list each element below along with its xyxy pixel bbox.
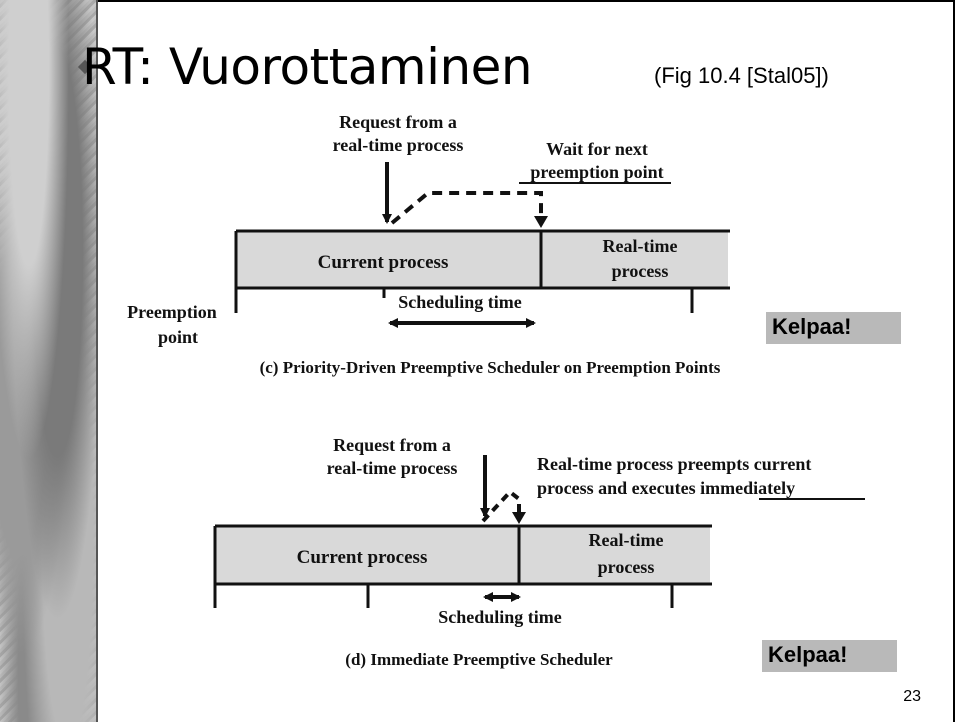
c-realtime-1: Real-time <box>603 236 678 256</box>
strip-divider <box>96 0 98 722</box>
d-preempts-label-2b: immediately <box>700 478 795 498</box>
d-realtime-2: process <box>598 557 655 577</box>
c-realtime-2: process <box>612 261 669 281</box>
d-scheduling-time: Scheduling time <box>438 607 562 627</box>
d-dashed-path <box>481 489 521 523</box>
kelpaa-badge-c: Kelpaa! <box>766 312 901 344</box>
c-process-bar <box>236 232 728 288</box>
d-request-label-2: real-time process <box>327 458 458 478</box>
c-wait-label-1: Wait for next <box>546 139 648 159</box>
c-preemption-1: Preemption <box>127 302 217 322</box>
d-dashed-arrowhead <box>512 512 526 524</box>
c-dashed-arrowhead <box>534 216 548 228</box>
c-current-process: Current process <box>318 252 449 273</box>
d-preempts-label-2: process and executes immediately <box>537 478 795 498</box>
d-current-process: Current process <box>297 547 428 568</box>
d-preempts-label-2a: process and executes <box>537 478 700 498</box>
decorative-gear-strip <box>0 0 96 722</box>
diagram-d: Request from a real-time process Real-ti… <box>213 435 865 669</box>
c-request-label-2: real-time process <box>333 135 464 155</box>
d-process-bar <box>215 527 710 584</box>
c-wait-label-2: preemption point <box>530 162 663 182</box>
c-caption: (c) Priority-Driven Preemptive Scheduler… <box>260 358 721 377</box>
c-dashed-path <box>390 191 543 225</box>
d-request-label-1: Request from a <box>333 435 451 455</box>
d-caption: (d) Immediate Preemptive Scheduler <box>345 650 613 669</box>
slide-title: RT: Vuorottaminen <box>82 38 533 96</box>
d-preempts-label-1: Real-time process preempts current <box>537 454 811 474</box>
page-number: 23 <box>903 688 921 705</box>
c-request-label-1: Request from a <box>339 112 457 132</box>
c-preemption-2: point <box>158 327 198 347</box>
d-realtime-1: Real-time <box>589 530 664 550</box>
diagram-c: Request from a real-time process Wait fo… <box>127 112 730 377</box>
c-scheduling-time: Scheduling time <box>398 292 522 312</box>
kelpaa-badge-d: Kelpaa! <box>762 640 897 672</box>
figure-reference: (Fig 10.4 [Stal05]) <box>654 63 829 88</box>
